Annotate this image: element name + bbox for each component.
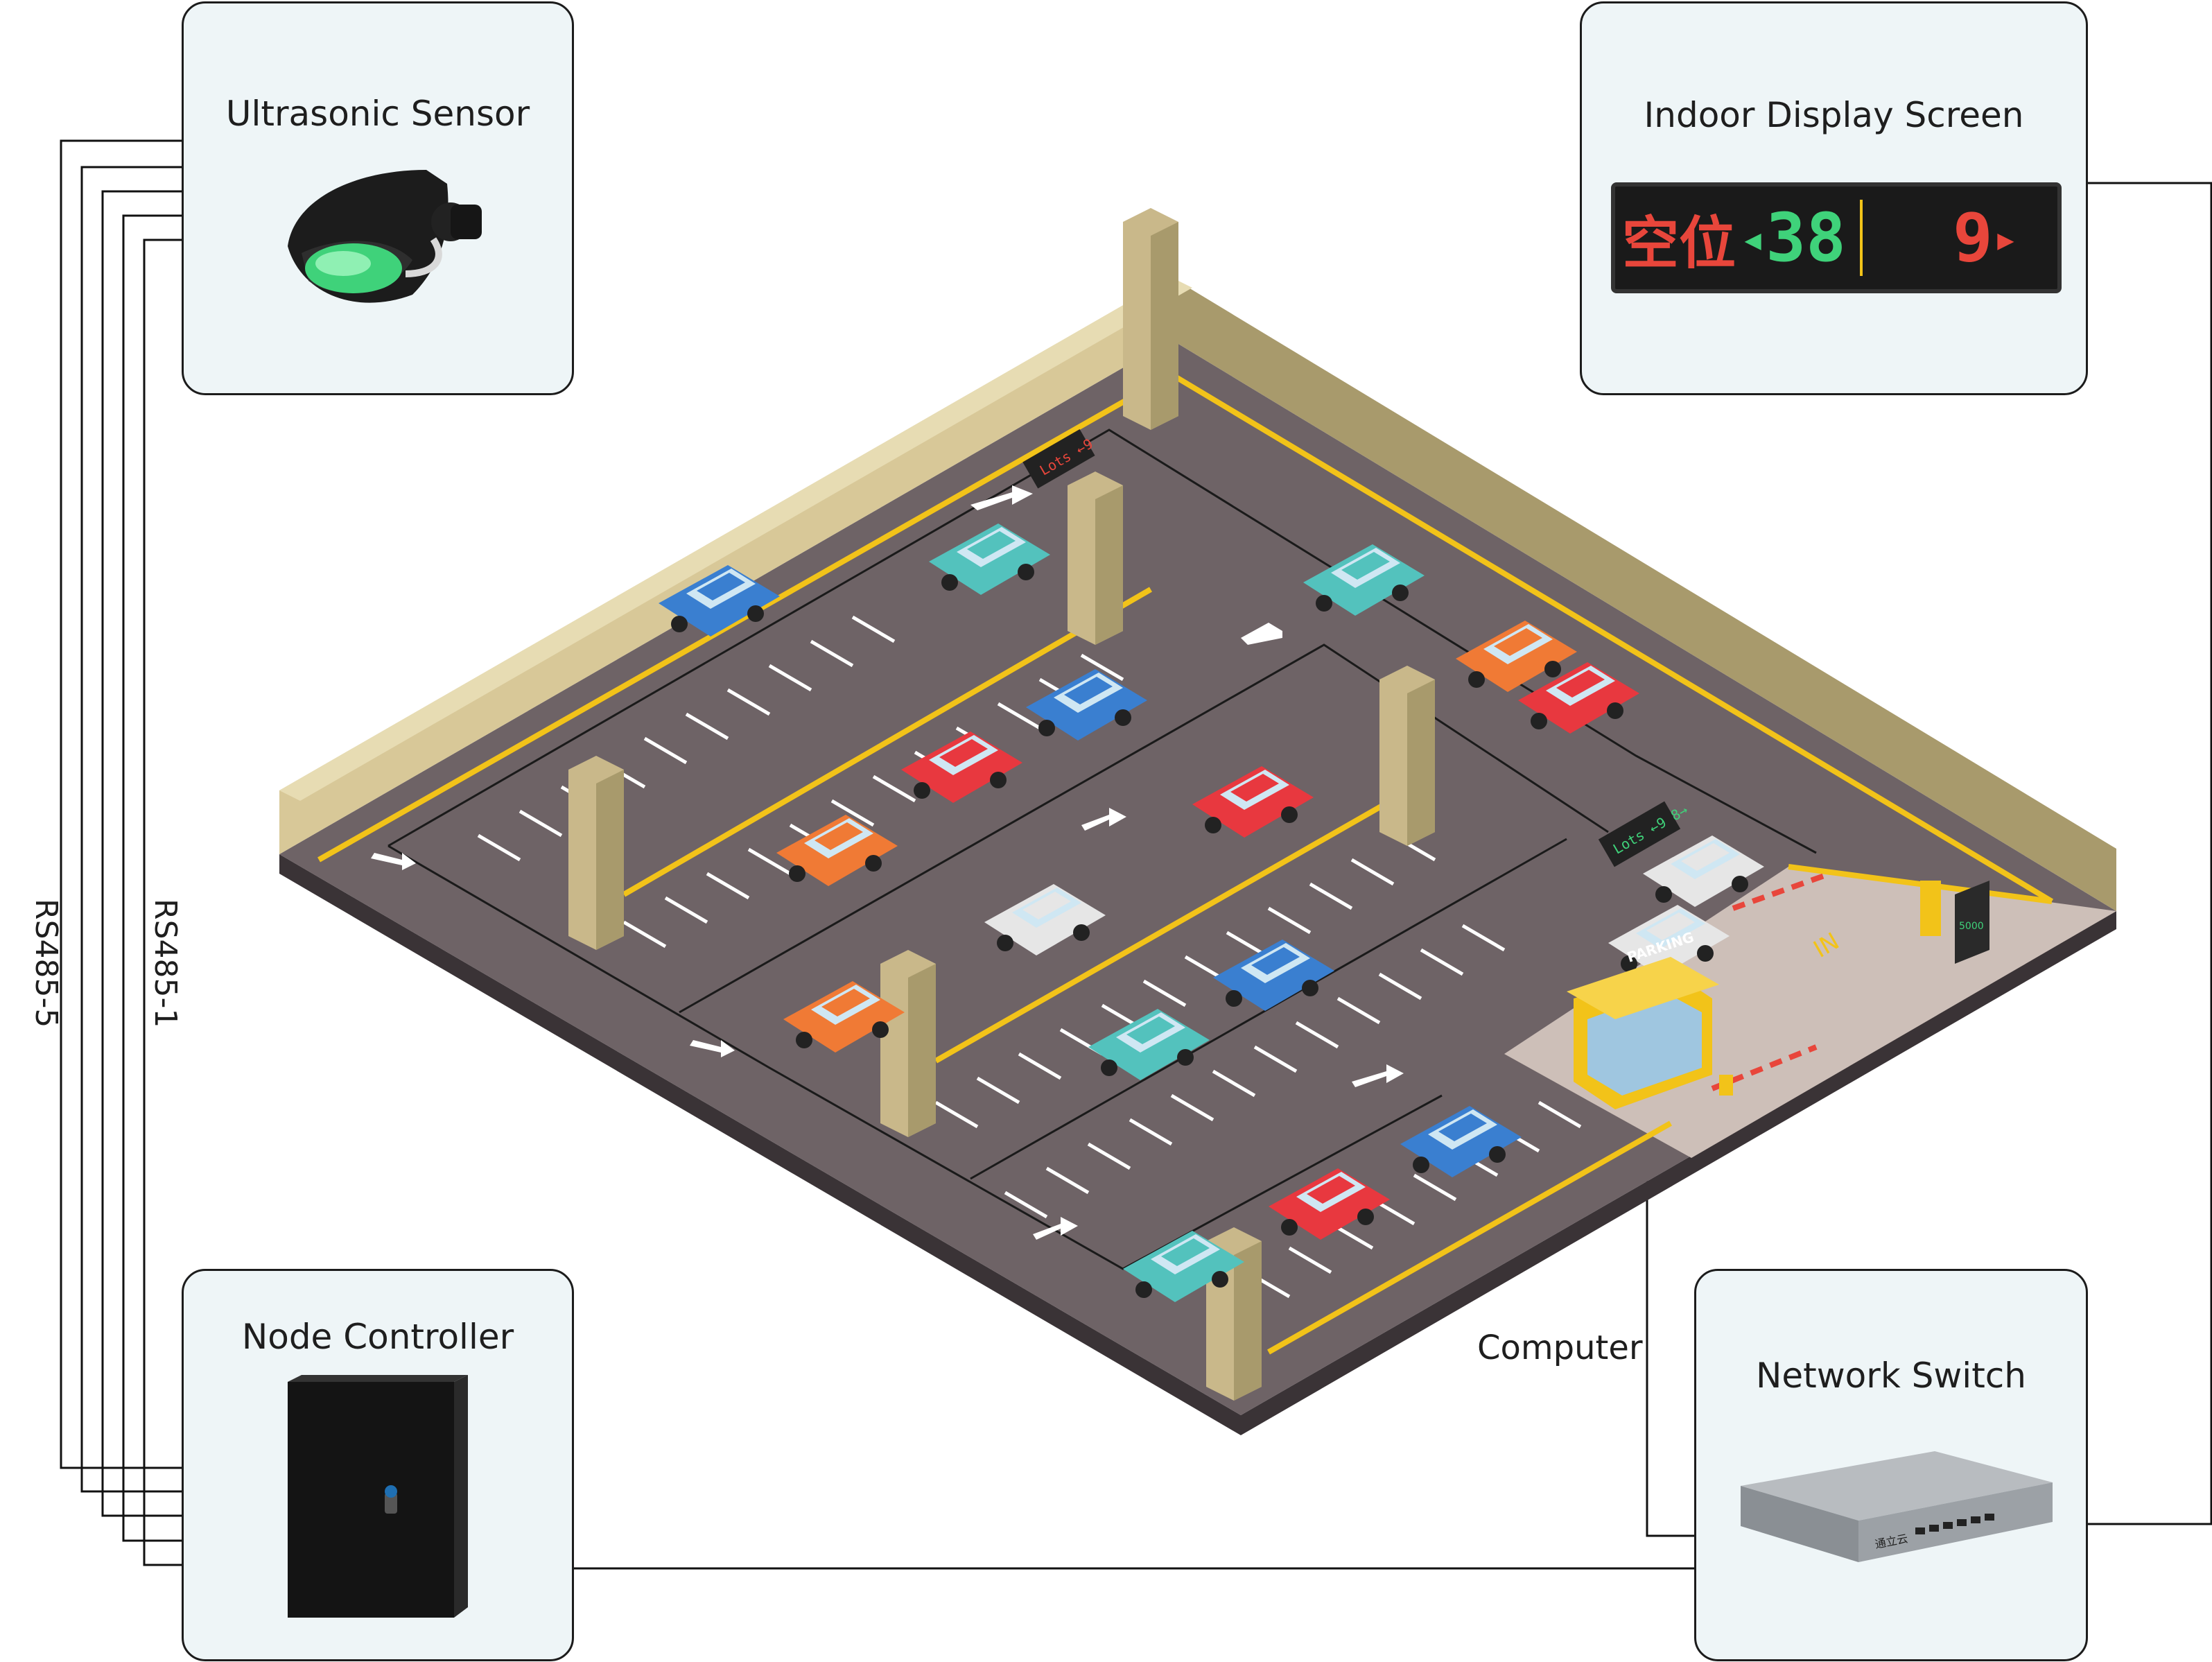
bay-line	[1288, 1246, 1332, 1274]
ultrasonic-sensor-icon	[288, 170, 482, 303]
car	[929, 523, 1050, 595]
bay-line	[1087, 1142, 1131, 1170]
arrow-right-icon: ▸	[1992, 212, 2019, 263]
car	[1026, 669, 1147, 741]
bay-line	[997, 702, 1041, 730]
car	[901, 732, 1022, 803]
car	[1456, 621, 1577, 692]
bay-line	[810, 639, 854, 668]
barrier-gates	[1711, 871, 1941, 1096]
bay-line	[1378, 972, 1422, 1001]
bay-line	[1045, 1166, 1090, 1195]
cars	[659, 523, 1764, 1302]
cabinet-icon	[288, 1375, 468, 1618]
display-text-left: 空位	[1622, 210, 1736, 277]
pillar	[1123, 208, 1178, 430]
ultrasonic-sensor-card: Ultrasonic Sensor	[182, 1, 574, 395]
bay-line	[851, 615, 896, 643]
direction-arrows	[371, 485, 1404, 1240]
car	[1123, 1231, 1244, 1302]
car	[1608, 905, 1730, 976]
car	[1192, 766, 1314, 838]
bay-line	[1142, 979, 1187, 1007]
network-switch-title: Network Switch	[1756, 1356, 2026, 1396]
display-divider	[1859, 200, 1863, 276]
bay-line	[706, 872, 750, 900]
bay-line	[1336, 996, 1381, 1025]
bus-label-rs485-1: RS485-1	[148, 899, 183, 1028]
car	[659, 565, 780, 637]
bay-line	[1538, 1100, 1582, 1129]
ultrasonic-sensor-title: Ultrasonic Sensor	[225, 94, 530, 134]
parking-booth: PARKING	[1567, 928, 1719, 1109]
bay-line	[1413, 1173, 1457, 1202]
bus-label-rs485-5: RS485-5	[28, 899, 64, 1028]
pillar	[568, 756, 624, 950]
bay-line	[1309, 882, 1353, 910]
network-switch-card: Network Switch 通立云	[1694, 1269, 2088, 1661]
bay-line	[477, 833, 521, 862]
led-display-screen: 空位 ◂ 38 9 ▸	[1611, 182, 2062, 293]
bay-line	[1267, 906, 1312, 935]
bay-line	[1295, 1021, 1339, 1049]
bay-line	[685, 712, 729, 741]
car	[1213, 940, 1334, 1011]
bay-line	[622, 920, 667, 949]
pillar	[880, 950, 936, 1137]
pillar	[1379, 666, 1435, 846]
car	[1643, 836, 1764, 907]
display-count-right: 9	[1952, 199, 1993, 277]
node-controller-title: Node Controller	[241, 1317, 514, 1357]
bay-line	[1420, 948, 1464, 976]
bay-line	[1018, 1052, 1062, 1080]
bay-line	[1080, 653, 1124, 682]
bay-line	[726, 688, 771, 716]
car	[776, 815, 898, 886]
car	[1518, 662, 1639, 734]
bay-line	[643, 736, 688, 765]
bay-line	[1129, 1118, 1173, 1146]
car	[1303, 544, 1425, 616]
bay-line	[1461, 924, 1506, 952]
bay-line	[519, 809, 563, 838]
bay-line	[747, 847, 792, 876]
bay-line	[1004, 1191, 1048, 1219]
car	[1400, 1106, 1522, 1177]
node-controller-card: Node Controller	[182, 1269, 574, 1661]
car	[1088, 1009, 1210, 1080]
bay-line	[1253, 1045, 1298, 1073]
computer-label: Computer	[1477, 1328, 1643, 1367]
indoor-display-card: Indoor Display Screen 空位 ◂ 38 9 ▸	[1580, 1, 2088, 395]
bay-line	[1212, 1069, 1256, 1098]
car	[984, 884, 1106, 955]
ethernet-lines	[574, 182, 2212, 1570]
svg-text:5000: 5000	[1959, 921, 1984, 932]
bay-line	[1170, 1093, 1214, 1122]
bay-line	[1350, 858, 1395, 886]
pay-station: 5000	[1955, 881, 1989, 964]
bay-line	[934, 1100, 979, 1129]
bay-line	[830, 799, 875, 827]
bay-line	[976, 1076, 1020, 1105]
arrow-left-icon: ◂	[1740, 212, 1766, 263]
bay-line	[664, 896, 708, 924]
pillar	[1068, 471, 1123, 645]
display-count-left: 38	[1766, 199, 1846, 277]
switch-icon: 通立云	[1741, 1451, 2053, 1562]
car	[1269, 1168, 1390, 1240]
bay-line	[768, 664, 812, 692]
indoor-display-title: Indoor Display Screen	[1644, 95, 2024, 135]
car	[783, 981, 905, 1053]
pillars	[568, 208, 1435, 1401]
bay-line	[872, 774, 916, 803]
rs485-bus-lines	[60, 139, 182, 1566]
